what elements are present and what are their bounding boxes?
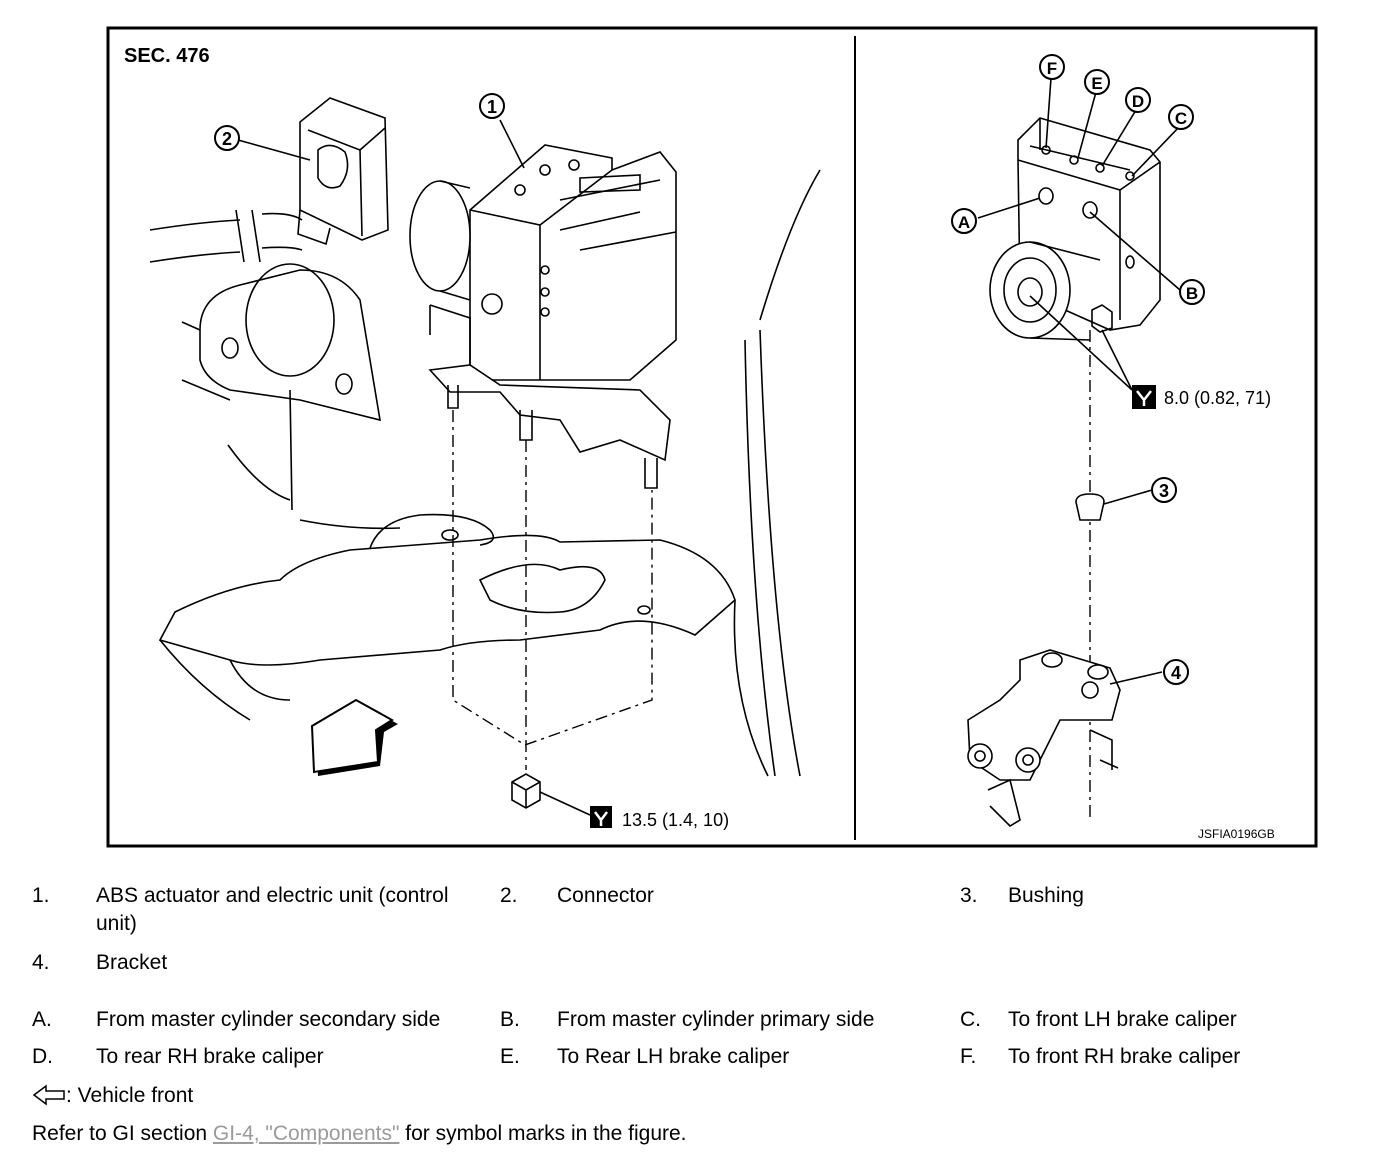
callout-2: 2: [214, 125, 240, 151]
legend-text-d: To rear RH brake caliper: [96, 1045, 324, 1068]
hollow-arrow-left-icon: [32, 1084, 65, 1106]
vehicle-front-text: : Vehicle front: [66, 1084, 194, 1107]
legend-text-2: Connector: [557, 884, 654, 907]
torque-icon-left: [590, 806, 612, 828]
callout-a: A: [951, 208, 977, 234]
svg-text:A: A: [958, 213, 970, 232]
legend-text-4: Bracket: [96, 951, 168, 974]
vehicle-front-arrow-icon: [310, 698, 398, 776]
legend-num-1: 1.: [32, 884, 50, 907]
callout-e: E: [1084, 69, 1110, 95]
svg-text:E: E: [1091, 74, 1102, 93]
vehicle-front-note: : Vehicle front: [32, 1082, 193, 1110]
legend-num-a: A.: [32, 1008, 52, 1031]
exploded-view-diagram: SEC. 476 JSFIA0196GB: [106, 26, 1318, 848]
callout-c: C: [1168, 104, 1194, 130]
reference-link[interactable]: GI-4, "Components": [212, 1122, 400, 1145]
legend: 1. ABS actuator and electric unit (contr…: [0, 870, 1376, 1160]
callout-f: F: [1039, 54, 1065, 80]
legend-num-3: 3.: [960, 884, 978, 907]
legend-num-4: 4.: [32, 951, 50, 974]
legend-num-d: D.: [32, 1045, 53, 1068]
callout-1: 1: [479, 93, 505, 119]
reference-suffix: for symbol marks in the figure.: [399, 1122, 687, 1145]
torque-value-left: 13.5 (1.4, 10): [622, 810, 729, 830]
legend-num-f: F.: [960, 1045, 977, 1068]
legend-num-e: E.: [500, 1045, 520, 1068]
legend-num-b: B.: [500, 1008, 520, 1031]
legend-text-f: To front RH brake caliper: [1008, 1045, 1241, 1068]
legend-text-c: To front LH brake caliper: [1008, 1008, 1237, 1031]
svg-text:3: 3: [1159, 481, 1169, 501]
svg-text:C: C: [1175, 109, 1187, 128]
reference-prefix: Refer to GI section: [32, 1122, 213, 1145]
svg-text:1: 1: [487, 97, 497, 117]
svg-text:2: 2: [222, 129, 232, 149]
legend-text-e: To Rear LH brake caliper: [557, 1045, 790, 1068]
legend-text-b: From master cylinder primary side: [557, 1008, 875, 1031]
figure-code: JSFIA0196GB: [1198, 827, 1275, 841]
svg-text:B: B: [1186, 284, 1198, 303]
callout-d: D: [1125, 87, 1151, 113]
right-panel-drawing: [967, 77, 1181, 828]
callout-4: 4: [1163, 659, 1189, 685]
legend-text-3: Bushing: [1008, 884, 1084, 907]
legend-text-a: From master cylinder secondary side: [96, 1008, 441, 1031]
torque-icon-right: [1132, 385, 1156, 409]
legend-text-1: ABS actuator and electric unit (control: [96, 884, 449, 907]
left-panel-drawing: [149, 97, 821, 816]
legend-num-2: 2.: [500, 884, 518, 907]
legend-num-c: C.: [960, 1008, 981, 1031]
callout-3: 3: [1151, 477, 1177, 503]
svg-text:D: D: [1132, 92, 1144, 111]
reference-note: Refer to GI section GI-4, "Components" f…: [32, 1120, 687, 1148]
svg-text:4: 4: [1171, 663, 1181, 683]
section-label: SEC. 476: [124, 45, 210, 67]
svg-text:F: F: [1047, 59, 1057, 78]
callout-b: B: [1179, 279, 1205, 305]
legend-text-1-cont: unit): [96, 912, 137, 935]
torque-value-right: 8.0 (0.82, 71): [1164, 388, 1271, 408]
